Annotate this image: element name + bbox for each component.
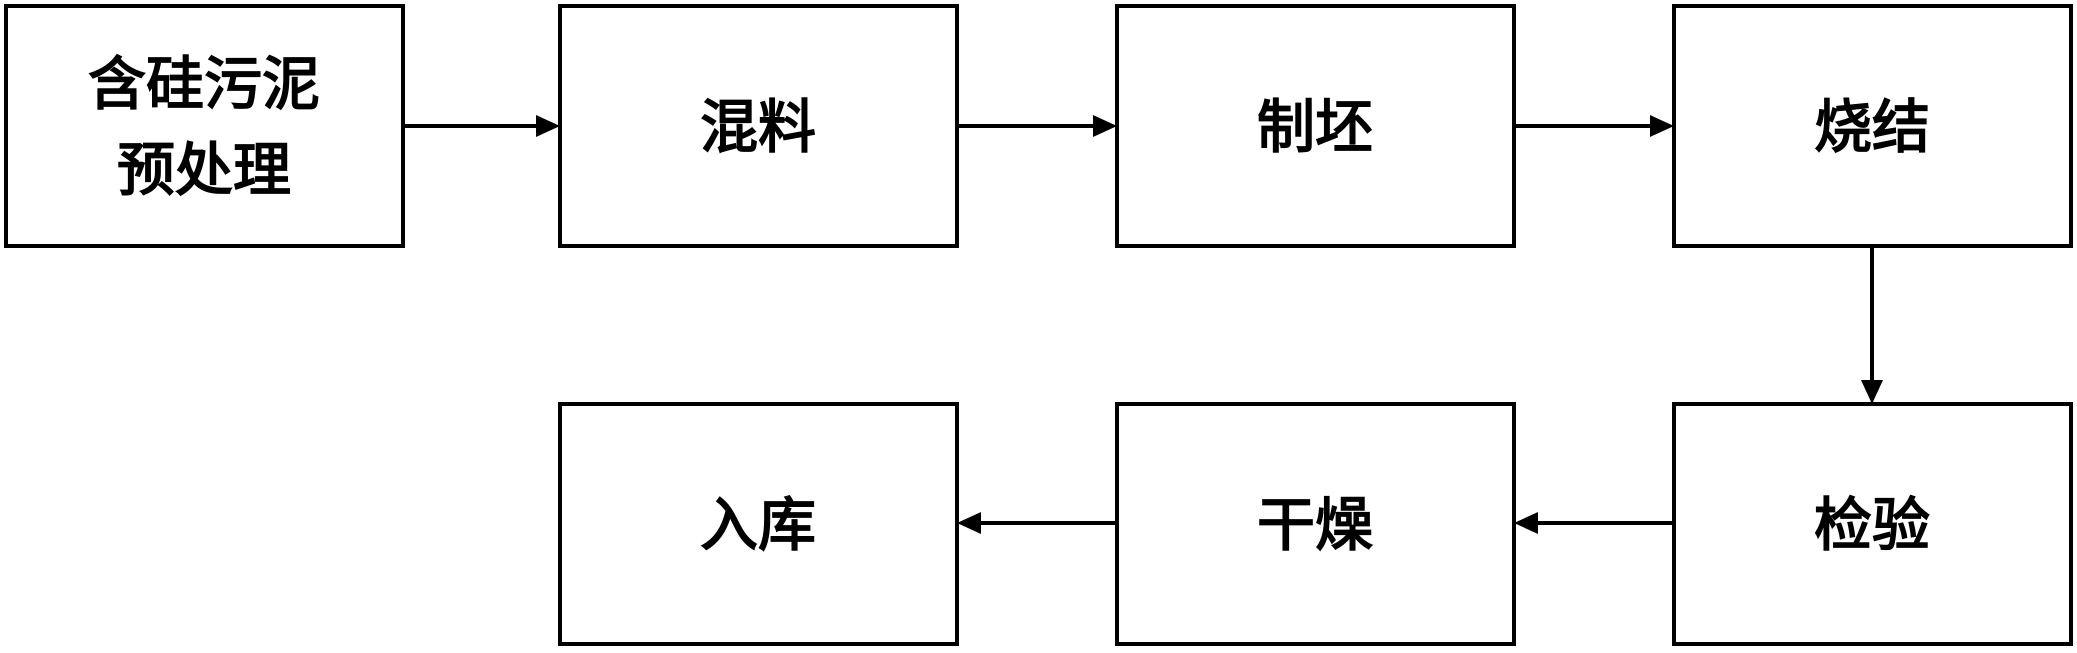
node-mixing-label: 混料 [700, 93, 816, 161]
node-sintering-label: 烧结 [1814, 93, 1930, 161]
node-inspection-label: 检验 [1814, 491, 1930, 559]
arrowhead-down-icon [1861, 380, 1883, 404]
node-pretreatment-box [4, 4, 405, 248]
node-inspection: 检验 [1672, 402, 2073, 646]
edge-pretreatment-to-mixing [403, 115, 560, 137]
arrowhead-right-icon [536, 115, 560, 137]
arrowhead-right-icon [1093, 115, 1117, 137]
edge-drying-to-storage [957, 512, 1117, 534]
arrowhead-right-icon [1650, 115, 1674, 137]
node-pretreatment-label-line1: 含硅污泥 [88, 50, 320, 118]
node-inspection-box [1672, 402, 2073, 646]
node-storage: 入库 [558, 402, 959, 646]
node-drying: 干燥 [1115, 402, 1516, 646]
node-mixing: 混料 [558, 4, 959, 248]
node-pretreatment-label-line2: 预处理 [117, 136, 291, 204]
node-pretreatment: 含硅污泥 预处理 [4, 4, 405, 248]
node-forming-label: 制坯 [1257, 93, 1373, 161]
edge-forming-to-sintering [1514, 115, 1674, 137]
arrowhead-left-icon [957, 512, 981, 534]
node-sintering-box [1672, 4, 2073, 248]
arrowhead-left-icon [1514, 512, 1538, 534]
node-storage-label: 入库 [700, 491, 816, 559]
edge-inspection-to-drying [1514, 512, 1674, 534]
node-forming: 制坯 [1115, 4, 1516, 248]
node-storage-box [558, 402, 959, 646]
node-sintering: 烧结 [1672, 4, 2073, 248]
edge-sintering-to-inspection [1861, 246, 1883, 404]
node-mixing-box [558, 4, 959, 248]
node-forming-box [1115, 4, 1516, 248]
node-drying-box [1115, 402, 1516, 646]
edge-mixing-to-forming [957, 115, 1117, 137]
node-drying-label: 干燥 [1257, 491, 1374, 559]
